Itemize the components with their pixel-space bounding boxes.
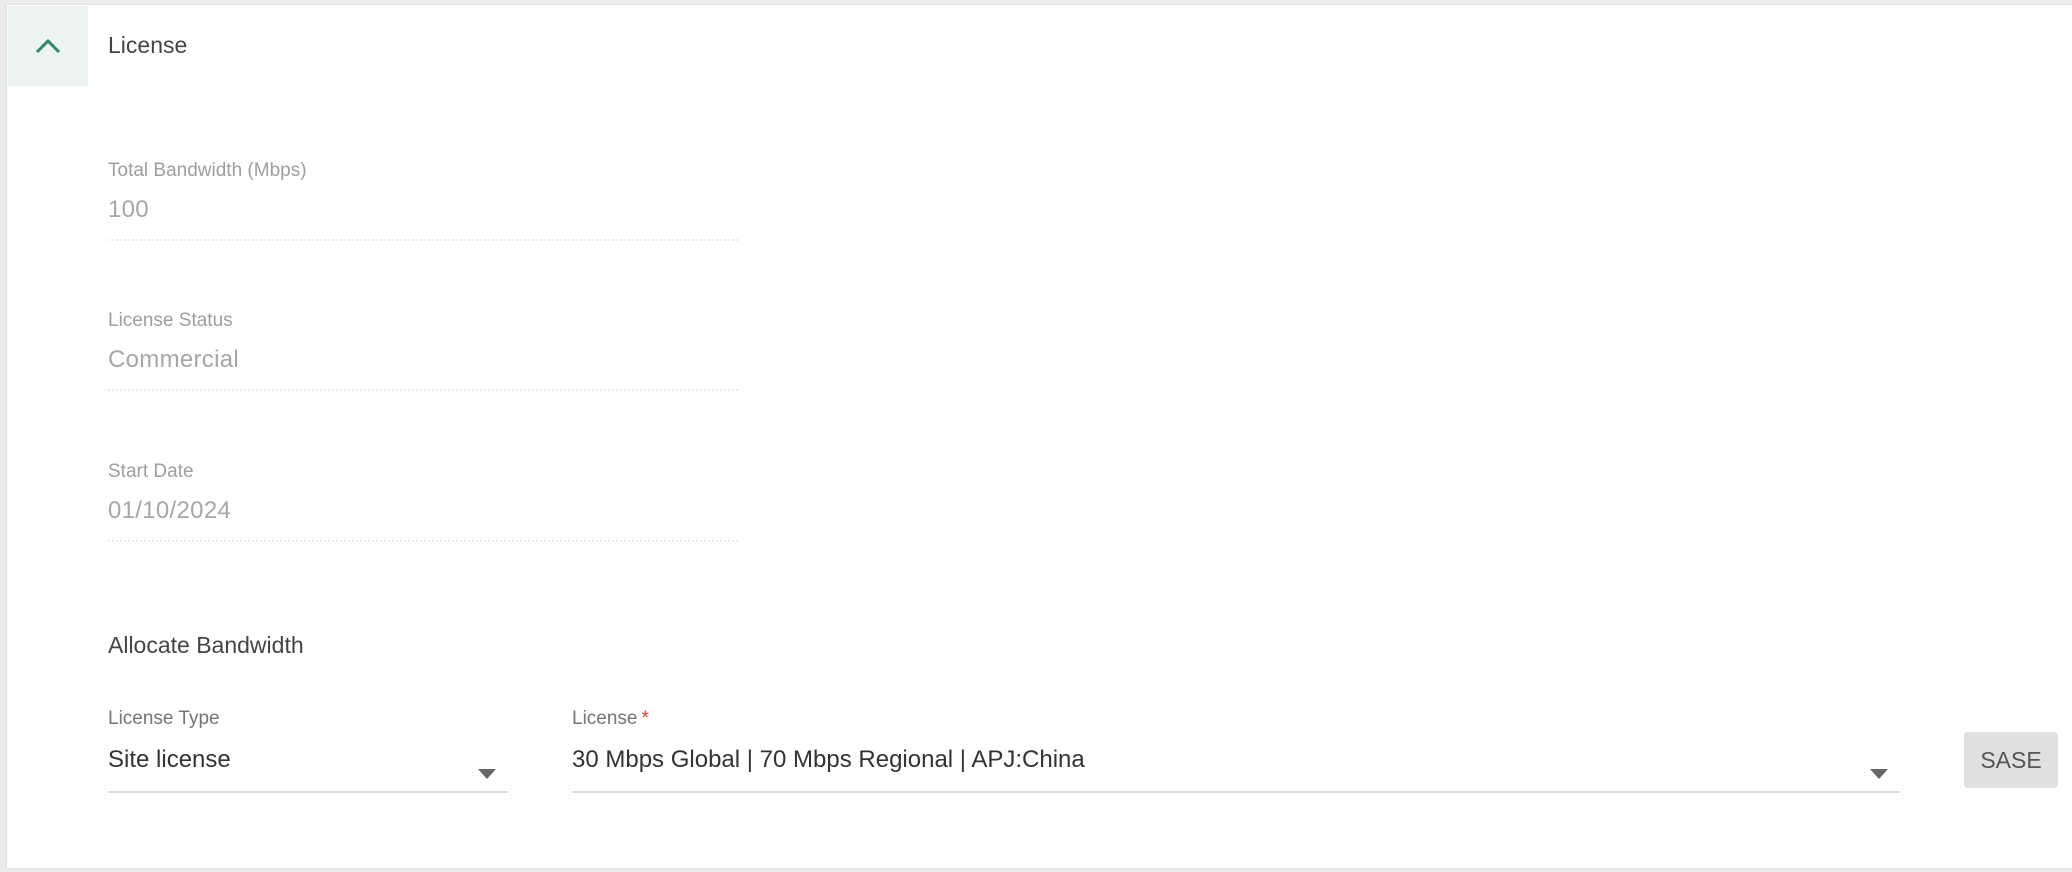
license-type-select[interactable]: Site license <box>108 744 508 793</box>
dropdown-arrow-icon <box>1870 769 1888 779</box>
license-type-field: License Type Site license <box>108 709 508 793</box>
sase-button[interactable]: SASE <box>1964 732 2058 788</box>
license-status-field: License Status Commercial <box>108 311 738 391</box>
chevron-up-icon <box>35 38 61 54</box>
allocate-bandwidth-heading: Allocate Bandwidth <box>108 632 304 658</box>
required-marker: * <box>641 708 649 729</box>
license-value: 30 Mbps Global | 70 Mbps Regional | APJ:… <box>572 746 1085 773</box>
license-label-text: License <box>572 708 638 729</box>
field-underline <box>108 239 738 241</box>
license-field: License* 30 Mbps Global | 70 Mbps Region… <box>572 709 1900 793</box>
total-bandwidth-field: Total Bandwidth (Mbps) 100 <box>108 161 738 241</box>
start-date-label: Start Date <box>108 461 194 482</box>
collapse-toggle-button[interactable] <box>8 6 88 86</box>
license-type-label: License Type <box>108 708 220 729</box>
dropdown-arrow-icon <box>478 769 496 779</box>
field-underline <box>108 540 738 542</box>
total-bandwidth-value: 100 <box>108 196 149 223</box>
license-type-value: Site license <box>108 746 231 773</box>
section-title: License <box>108 32 188 58</box>
license-status-value: Commercial <box>108 346 240 373</box>
license-select[interactable]: 30 Mbps Global | 70 Mbps Regional | APJ:… <box>572 744 1900 793</box>
license-panel: License Total Bandwidth (Mbps) 100 Licen… <box>7 5 2072 868</box>
field-underline <box>108 389 738 391</box>
license-status-label: License Status <box>108 310 233 331</box>
license-label: License* <box>572 709 1900 728</box>
start-date-value: 01/10/2024 <box>108 497 232 524</box>
total-bandwidth-label: Total Bandwidth (Mbps) <box>108 160 307 181</box>
start-date-field: Start Date 01/10/2024 <box>108 462 738 542</box>
